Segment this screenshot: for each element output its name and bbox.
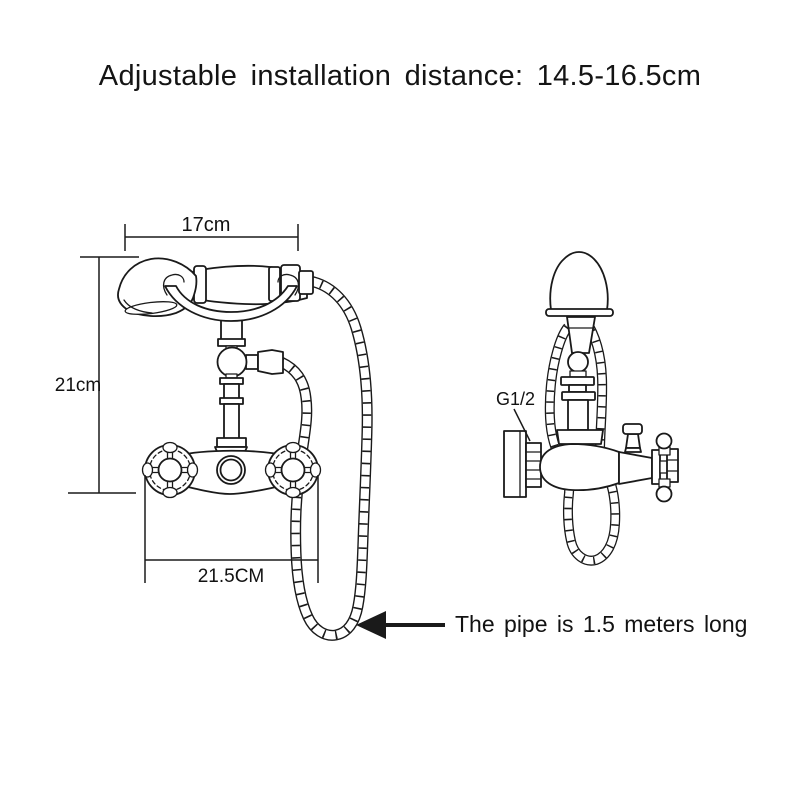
left-valve-handle (141, 441, 199, 499)
dimension-height: 21cm (55, 256, 139, 494)
wall-flange (503, 430, 527, 498)
front-hand-shower (117, 257, 314, 322)
shower-grip (566, 316, 596, 354)
pipe-length-label: The pipe is 1.5 meters long (455, 611, 747, 637)
diverter-knob (622, 423, 643, 453)
front-view-drawing (117, 257, 373, 641)
elbow-fitting (245, 354, 259, 370)
hose-connector (298, 270, 314, 295)
side-faucet-body (503, 423, 679, 503)
shower-bell (549, 251, 609, 311)
top-width-label: 17cm (182, 214, 231, 236)
front-view-dimensions: 17cm 21cm 21.5CM (55, 214, 319, 587)
front-riser-pipe (214, 312, 284, 457)
cradle-clip-left (162, 273, 185, 296)
side-cross-handle (651, 432, 679, 503)
bottom-width-label: 21.5CM (198, 566, 265, 587)
mixer-body (539, 443, 620, 492)
thread-size-callout: G1/2 (496, 389, 535, 442)
shower-cradle (164, 285, 298, 322)
threaded-connector (525, 442, 542, 488)
side-view-drawing: G1/2 (496, 251, 679, 566)
ball-joint (216, 346, 248, 378)
right-valve-handle (264, 441, 322, 499)
page-title: Adjustable installation distance: 14.5-1… (98, 60, 702, 92)
pipe-length-annotation: The pipe is 1.5 meters long (356, 611, 747, 639)
thread-size-label: G1/2 (496, 389, 535, 409)
dimension-top-width: 17cm (124, 214, 299, 251)
side-ball-joint (567, 351, 589, 373)
arrow-left-icon (356, 611, 386, 639)
bracket-plate (560, 376, 595, 386)
height-label: 21cm (55, 375, 101, 396)
cradle-clip-right (277, 273, 300, 296)
dimension-bottom-width: 21.5CM (144, 475, 319, 587)
front-valve-body (141, 441, 322, 499)
side-hand-shower (545, 251, 614, 445)
